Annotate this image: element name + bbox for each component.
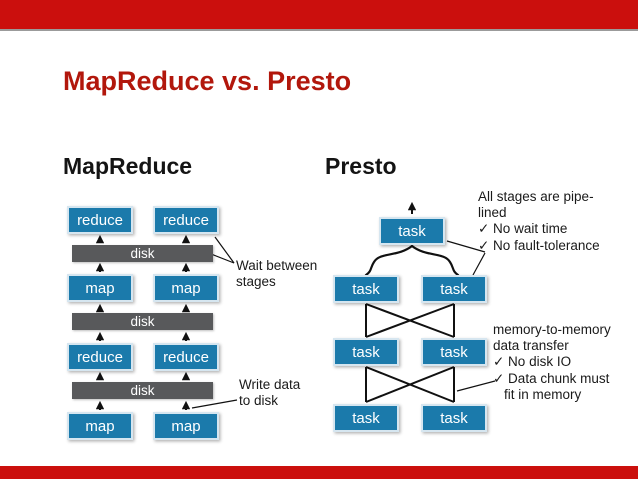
task-box: task bbox=[421, 404, 487, 432]
presto-funnel-curves bbox=[364, 244, 460, 277]
annotation-pipelined: All stages are pipe- lined ✓ No wait tim… bbox=[478, 189, 600, 254]
annotation-line: lined bbox=[478, 205, 507, 221]
reduce-box: reduce bbox=[153, 206, 219, 234]
annotation-wait-between-stages: Wait between stages bbox=[236, 258, 317, 290]
annotation-line: fit in memory bbox=[504, 386, 582, 402]
annotation-line: memory-to-memory bbox=[493, 322, 611, 337]
reduce-box: reduce bbox=[67, 343, 133, 371]
annotation-line: ✓ No wait time bbox=[478, 221, 568, 237]
task-box: task bbox=[379, 217, 445, 245]
reduce-box: reduce bbox=[153, 343, 219, 371]
map-box: map bbox=[67, 274, 133, 302]
annotation-write-data-to-disk: Write data to disk bbox=[239, 377, 300, 409]
map-box: map bbox=[67, 412, 133, 440]
annotation-line: ✓ No disk IO bbox=[493, 354, 572, 370]
disk-bar: disk bbox=[72, 313, 213, 330]
annotation-line: All stages are pipe- bbox=[478, 189, 594, 204]
slide-title: MapReduce vs. Presto bbox=[63, 66, 352, 96]
annotation-line: Wait between bbox=[236, 258, 318, 273]
annotation-line: data transfer bbox=[493, 338, 569, 354]
task-box: task bbox=[333, 338, 399, 366]
annotation-line: ✓ Data chunk must bbox=[493, 370, 610, 386]
map-box: map bbox=[153, 412, 219, 440]
annotation-line: Write data bbox=[239, 377, 301, 392]
reduce-box: reduce bbox=[67, 206, 133, 234]
disk-bar: disk bbox=[72, 382, 213, 399]
map-box: map bbox=[153, 274, 219, 302]
task-box: task bbox=[421, 275, 487, 303]
bottom-accent-bar bbox=[0, 466, 638, 479]
task-box: task bbox=[333, 404, 399, 432]
task-box: task bbox=[421, 338, 487, 366]
annotation-line: stages bbox=[236, 274, 276, 290]
top-accent-bar bbox=[0, 0, 638, 31]
annotation-line: ✓ No fault-tolerance bbox=[478, 237, 600, 253]
presto-heading: Presto bbox=[325, 153, 397, 179]
mapreduce-heading: MapReduce bbox=[63, 153, 193, 179]
annotation-line: to disk bbox=[239, 393, 279, 409]
task-box: task bbox=[333, 275, 399, 303]
annotation-memory-transfer: memory-to-memory data transfer ✓ No disk… bbox=[493, 322, 611, 403]
disk-bar: disk bbox=[72, 245, 213, 262]
